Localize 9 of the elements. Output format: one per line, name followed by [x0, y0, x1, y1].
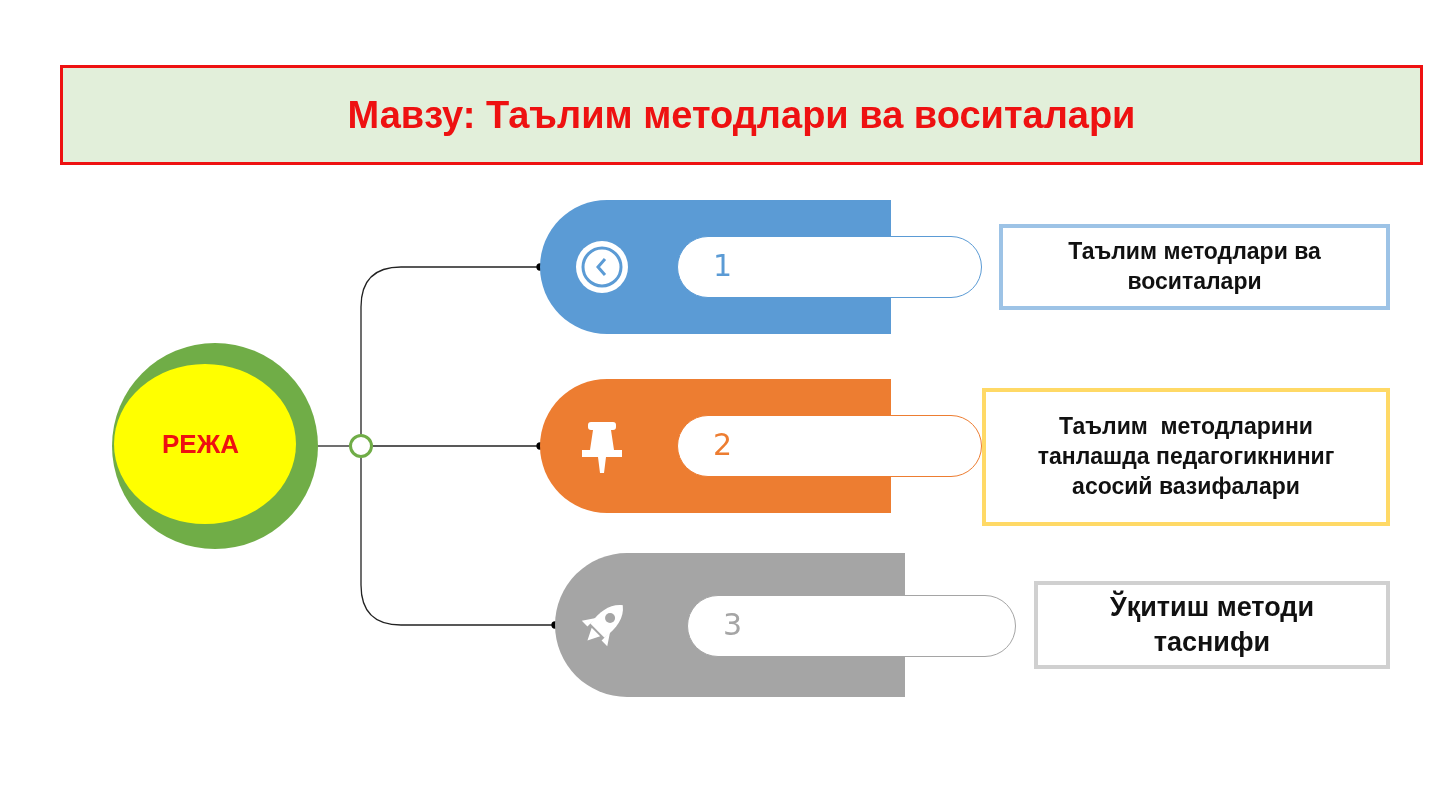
- title-banner: Мавзу: Таълим методлари ва воситалари: [60, 65, 1423, 165]
- connector-line: [317, 445, 350, 447]
- topic-box: Ўқитиш методи таснифи: [1034, 581, 1390, 669]
- plan-label: РЕЖА: [162, 429, 239, 460]
- topic-box: Таълим методлари ва воситалари: [999, 224, 1390, 310]
- step-number: 2: [713, 427, 733, 462]
- topic-box: Таълим методларини танлашда педагогикниниг асосий вазифалари: [982, 388, 1390, 526]
- step-number: 1: [713, 248, 733, 283]
- step-number: 3: [723, 607, 743, 642]
